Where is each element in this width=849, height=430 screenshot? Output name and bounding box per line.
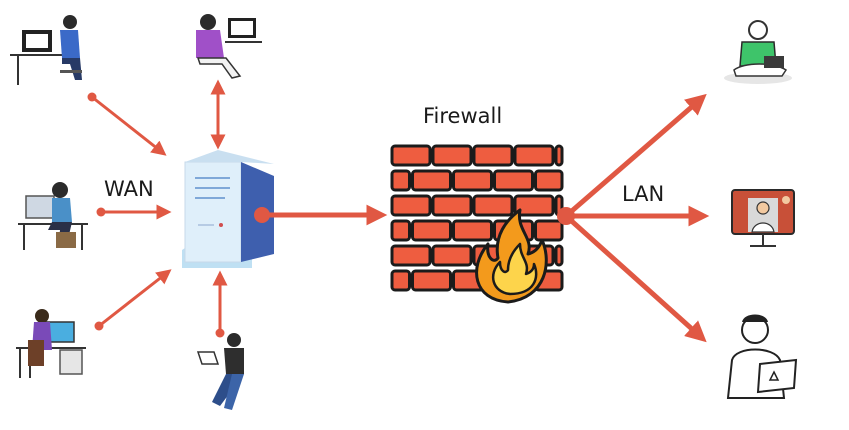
- fire-icon: [475, 208, 548, 304]
- brick: [431, 194, 473, 217]
- brick: [452, 219, 493, 242]
- sitting-laptop-user-icon: [724, 20, 792, 84]
- firewall-label: Firewall: [423, 104, 503, 128]
- arrow-server-firewall: [254, 204, 388, 226]
- brick: [472, 144, 514, 167]
- brick: [513, 144, 555, 167]
- brick: [534, 219, 564, 242]
- office-user-icon: [16, 309, 86, 378]
- arrow-user4-server: [98, 269, 172, 328]
- brick: [411, 169, 452, 192]
- wan-arrow-dots: [87, 92, 225, 338]
- brick: [452, 169, 493, 192]
- brick: [390, 244, 432, 267]
- headset-user-icon: [196, 14, 262, 79]
- desktop-user-icon: [18, 182, 88, 250]
- brick: [431, 244, 473, 267]
- brick: [390, 269, 411, 292]
- brick: [554, 244, 564, 267]
- brick: [431, 144, 473, 167]
- video-call-icon: [731, 189, 795, 247]
- brick: [411, 269, 452, 292]
- lan-hub-dot: [557, 207, 575, 225]
- wan-label: WAN: [104, 177, 154, 201]
- brick-wall: [390, 144, 564, 292]
- brick: [390, 169, 411, 192]
- arrow-firewall-lan3: [564, 214, 707, 343]
- brick: [390, 194, 432, 217]
- wan-arrows: [91, 79, 228, 333]
- brick: [411, 219, 452, 242]
- lan-label: LAN: [622, 182, 665, 206]
- brick: [513, 194, 555, 217]
- laptop-user-icon: [196, 333, 244, 410]
- lan-arrows: [564, 93, 710, 343]
- arrow-user1-server: [91, 95, 167, 156]
- laptop-man-icon: [726, 314, 798, 399]
- desk-user-icon: [10, 15, 82, 85]
- arrow-firewall-lan1: [564, 93, 707, 218]
- brick: [390, 219, 411, 242]
- brick: [390, 144, 432, 167]
- brick: [534, 169, 564, 192]
- brick: [554, 144, 564, 167]
- brick: [493, 169, 534, 192]
- brick: [472, 194, 514, 217]
